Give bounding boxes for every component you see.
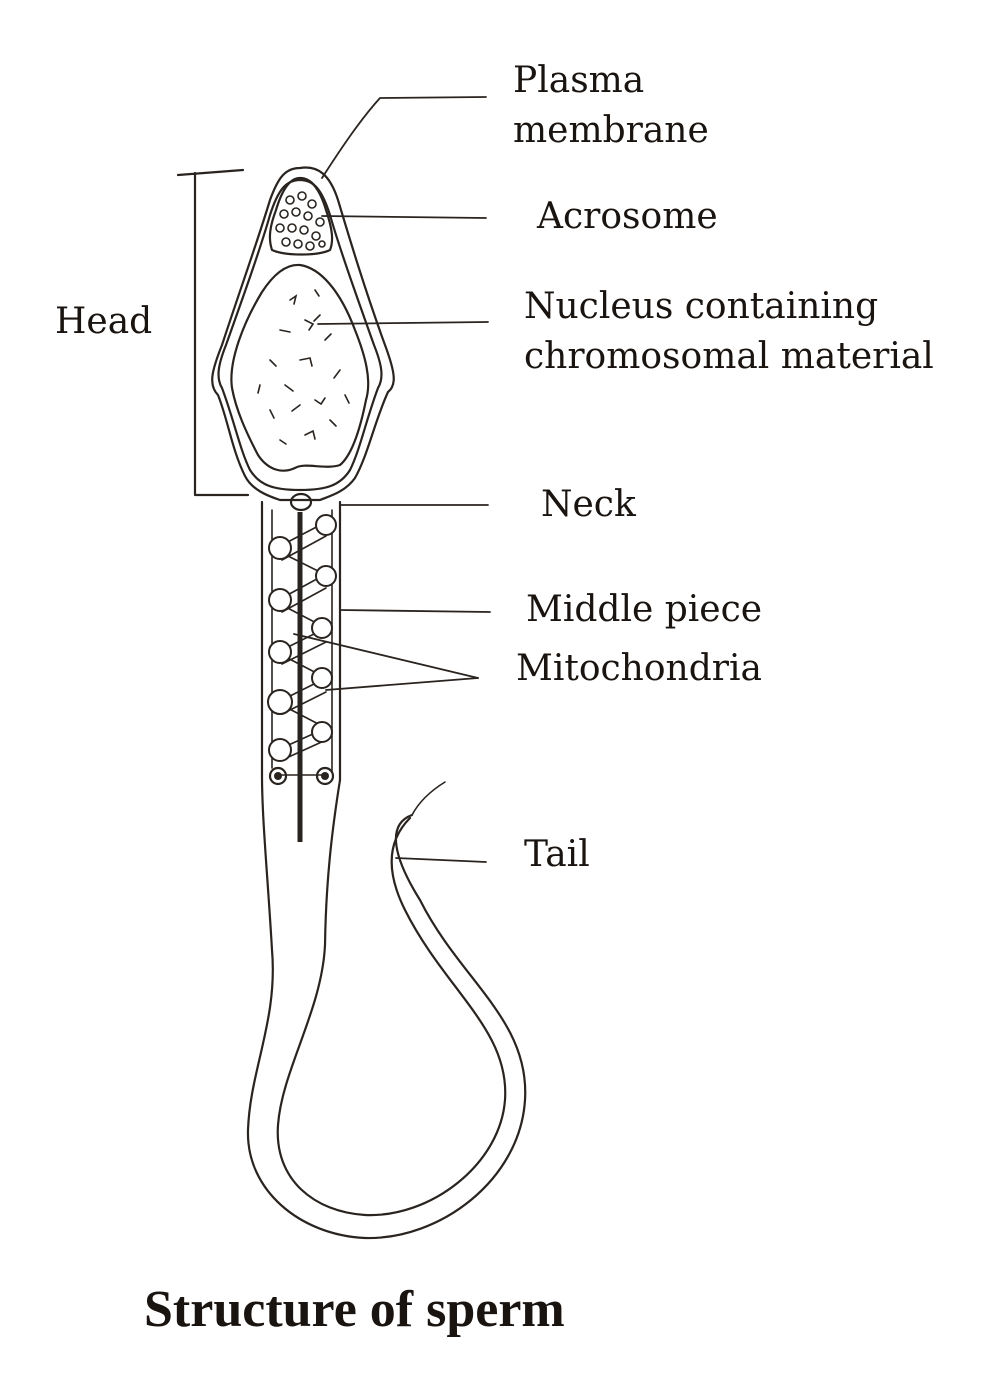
head-inner-membrane xyxy=(217,178,383,492)
leader-mitochondria-1 xyxy=(293,633,479,679)
head-bracket xyxy=(176,168,250,497)
label-nucleus-line1: Nucleus containing xyxy=(524,286,879,327)
label-neck: Neck xyxy=(541,484,636,525)
label-middle-piece: Middle piece xyxy=(526,589,763,630)
nucleus xyxy=(230,263,370,472)
label-mitochondria: Mitochondria xyxy=(516,648,762,689)
tail-inner xyxy=(276,778,507,1217)
proximal-centriole xyxy=(289,492,313,512)
leader-mitochondria-2 xyxy=(325,677,479,691)
distal-centriole-left xyxy=(268,766,288,786)
leader-tail xyxy=(395,857,487,863)
label-plasma-membrane-line1: Plasma xyxy=(513,60,645,101)
label-plasma-membrane: Plasma membrane xyxy=(513,56,709,156)
label-tail: Tail xyxy=(524,834,590,875)
tail-end-filament xyxy=(411,781,446,816)
label-plasma-membrane-line2: membrane xyxy=(513,110,709,151)
head-outer-membrane xyxy=(211,166,395,502)
chromosomal-material xyxy=(257,289,350,445)
tail-outer xyxy=(246,773,527,1240)
middle-piece-outline xyxy=(260,500,342,782)
leader-plasma-membrane xyxy=(321,96,487,179)
leader-middle-piece xyxy=(339,609,491,613)
label-nucleus-line2: chromosomal material xyxy=(524,336,934,377)
diagram-caption: Structure of sperm xyxy=(144,1281,565,1338)
label-acrosome: Acrosome xyxy=(537,196,718,237)
leader-acrosome xyxy=(321,215,487,219)
acrosome xyxy=(268,176,334,256)
mitochondria-spiral xyxy=(267,514,337,762)
leader-nucleus xyxy=(317,321,489,325)
label-head: Head xyxy=(55,301,153,342)
label-nucleus: Nucleus containing chromosomal material xyxy=(524,282,934,382)
distal-centriole-right xyxy=(315,766,335,786)
acrosome-granules xyxy=(275,191,326,251)
